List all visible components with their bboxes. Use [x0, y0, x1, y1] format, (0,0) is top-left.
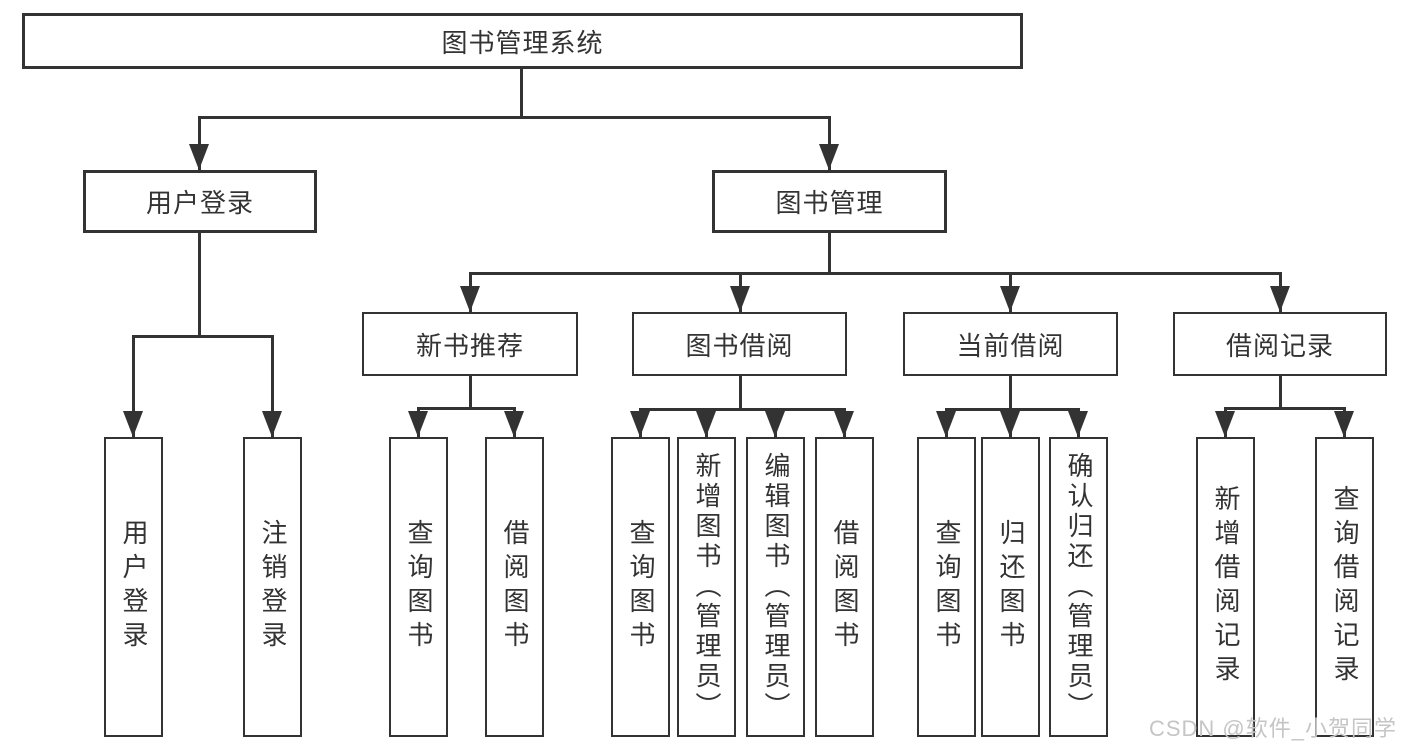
- arrow-mod2-leaf3-icon: [1068, 411, 1088, 437]
- connector-mod0-stem: [469, 376, 472, 408]
- node-borrow-record: 借阅记录: [1173, 312, 1387, 376]
- arrow-user-leaf1-icon: [123, 411, 143, 437]
- arrow-user-leaf2-icon: [262, 411, 282, 437]
- connector-mgmt-stem: [828, 233, 831, 273]
- node-current-borrow: 当前借阅: [903, 312, 1118, 376]
- arrow-user-login-icon: [189, 144, 209, 170]
- arrow-mod0-leaf2-icon: [504, 411, 524, 437]
- node-root: 图书管理系统: [22, 13, 1023, 69]
- arrow-mod1-icon: [730, 286, 750, 312]
- leaf-add-books-admin: 新增图书（管理员）: [677, 437, 736, 737]
- leaf-query-books-2: 查询图书: [611, 437, 670, 737]
- arrow-mod1-leaf4-icon: [834, 411, 854, 437]
- connector-level2-bar: [198, 116, 831, 119]
- connector-mod1-stem: [739, 376, 742, 410]
- arrow-mod3-leaf2-icon: [1334, 411, 1354, 437]
- arrow-mod1-leaf3-icon: [765, 411, 785, 437]
- connector-mod3-stem: [1279, 376, 1282, 408]
- leaf-user-login: 用户登录: [104, 437, 163, 737]
- leaf-edit-books-admin: 编辑图书（管理员）: [746, 437, 805, 737]
- connector-book-mgmt-drop: [828, 116, 831, 170]
- csdn-watermark: CSDN @软件_小贺同学: [1148, 716, 1397, 741]
- leaf-add-borrow-record: 新增借阅记录: [1196, 437, 1255, 737]
- connector-user-login-drop: [198, 116, 201, 170]
- arrow-mod0-leaf1-icon: [408, 411, 428, 437]
- arrow-mod2-icon: [1000, 286, 1020, 312]
- connector-level3-bar: [469, 272, 1282, 275]
- arrow-book-mgmt-icon: [819, 144, 839, 170]
- leaf-borrow-books-1: 借阅图书: [485, 437, 544, 737]
- connector-mod2-stem: [1009, 376, 1012, 410]
- node-new-book-recommend: 新书推荐: [362, 312, 578, 376]
- leaf-return-books: 归还图书: [981, 437, 1040, 737]
- connector-user-bar: [132, 335, 274, 338]
- arrow-mod1-leaf1-icon: [630, 411, 650, 437]
- leaf-query-books-1: 查询图书: [389, 437, 448, 737]
- arrow-mod1-leaf2-icon: [696, 411, 716, 437]
- connector-mod1-bar: [639, 408, 846, 411]
- connector-user-stem: [198, 233, 201, 336]
- connector-mod0-bar: [417, 407, 516, 410]
- node-user-login: 用户登录: [83, 170, 317, 233]
- node-book-management: 图书管理: [712, 170, 947, 233]
- leaf-logout: 注销登录: [243, 437, 302, 737]
- connector-mod3-bar: [1224, 407, 1346, 410]
- connector-user-leaf1-drop: [132, 335, 135, 437]
- leaf-confirm-return-admin: 确认归还（管理员）: [1049, 437, 1108, 737]
- arrow-mod3-icon: [1270, 286, 1290, 312]
- leaf-borrow-books-2: 借阅图书: [815, 437, 874, 737]
- leaf-query-books-3: 查询图书: [917, 437, 976, 737]
- leaf-query-borrow-record: 查询借阅记录: [1315, 437, 1374, 737]
- arrow-mod2-leaf2-icon: [1000, 411, 1020, 437]
- connector-mod2-bar: [945, 408, 1080, 411]
- arrow-mod0-icon: [460, 286, 480, 312]
- node-book-borrow: 图书借阅: [632, 312, 847, 376]
- arrow-mod3-leaf1-icon: [1215, 411, 1235, 437]
- arrow-mod2-leaf1-icon: [936, 411, 956, 437]
- connector-root-stem: [520, 69, 523, 117]
- connector-user-leaf2-drop: [271, 335, 274, 437]
